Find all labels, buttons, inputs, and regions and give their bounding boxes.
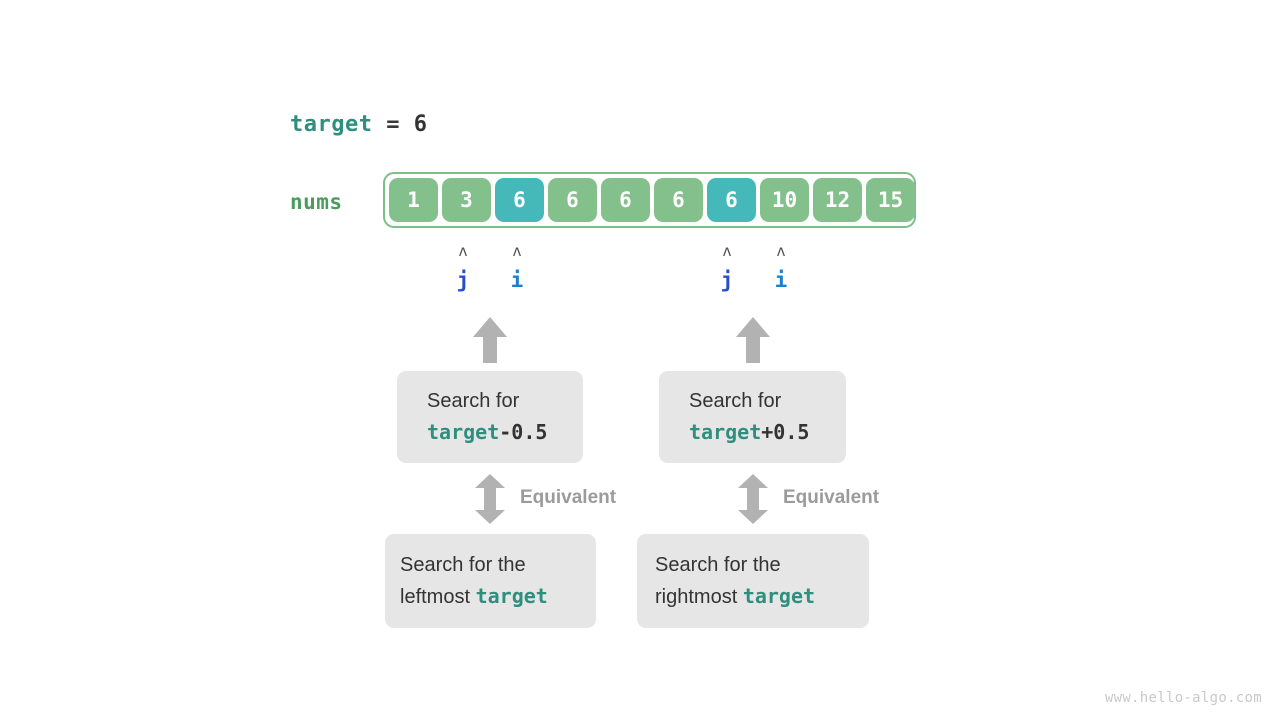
box-line-1: Search for the: [400, 553, 526, 576]
array-cell: 3: [442, 178, 491, 222]
array-cell: 12: [813, 178, 862, 222]
box-search-rightmost: Search for the rightmost target: [637, 534, 869, 628]
delta-value: -0.5: [499, 419, 548, 444]
double-arrow-icon-left: [475, 474, 505, 524]
target-code: target: [689, 419, 762, 444]
array-cell: 15: [866, 178, 915, 222]
target-code: target: [475, 583, 548, 608]
box-search-target-minus: Search for target-0.5: [397, 371, 583, 463]
watermark: www.hello-algo.com: [1104, 690, 1262, 706]
target-code: target: [742, 583, 816, 608]
equivalent-label-right: Equivalent: [783, 487, 880, 508]
caret-icon: ʌ: [458, 242, 468, 260]
box-line-2: rightmost target: [655, 581, 815, 613]
box-line-1: Search for the: [655, 553, 781, 576]
target-keyword: target: [290, 112, 373, 137]
array-cell: 6: [601, 178, 650, 222]
array-cell: 1: [389, 178, 438, 222]
pointer-label: i: [774, 268, 788, 292]
box-line-2-prefix: leftmost: [400, 585, 476, 608]
box-line-2: target-0.5: [427, 417, 547, 449]
box-line-2: leftmost target: [400, 581, 548, 613]
delta-value: +0.5: [761, 419, 810, 444]
target-declaration: target = 6: [290, 112, 427, 137]
double-arrow-icon-right: [738, 474, 768, 524]
pointer-label: j: [720, 268, 734, 292]
up-arrow-icon-right: [736, 317, 770, 363]
box-line-1: Search for: [427, 389, 520, 412]
target-code: target: [427, 419, 500, 444]
target-value: 6: [413, 112, 428, 137]
array-label: nums: [290, 190, 343, 214]
box-line-2: target+0.5: [689, 417, 809, 449]
pointer-j-left: ʌ j: [443, 243, 483, 293]
equals-operator: =: [386, 112, 400, 137]
array-cells: 1 3 6 6 6 6 6 10 12 15: [389, 178, 915, 222]
caret-icon: ʌ: [512, 242, 522, 260]
pointer-label: j: [456, 268, 470, 292]
box-search-leftmost: Search for the leftmost target: [385, 534, 596, 628]
pointer-label: i: [510, 268, 524, 292]
array-cell: 6: [707, 178, 756, 222]
pointer-i-right: ʌ i: [761, 243, 801, 293]
box-search-target-plus: Search for target+0.5: [659, 371, 846, 463]
equivalent-label-left: Equivalent: [520, 487, 617, 508]
array-outline: [383, 172, 916, 228]
caret-icon: ʌ: [722, 242, 732, 260]
caret-icon: ʌ: [776, 242, 786, 260]
box-line-2-prefix: rightmost: [655, 585, 743, 608]
array-cell: 6: [548, 178, 597, 222]
array-cell: 6: [495, 178, 544, 222]
array-cell: 6: [654, 178, 703, 222]
up-arrow-icon-left: [473, 317, 507, 363]
pointer-j-right: ʌ j: [707, 243, 747, 293]
box-line-1: Search for: [689, 389, 782, 412]
array-cell: 10: [760, 178, 809, 222]
pointer-i-left: ʌ i: [497, 243, 537, 293]
